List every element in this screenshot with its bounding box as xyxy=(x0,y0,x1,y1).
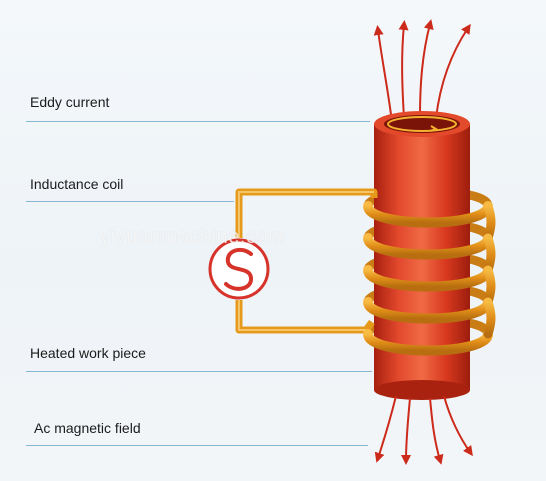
label-eddy-current: Eddy current xyxy=(30,94,110,110)
label-ac-magnetic-field: Ac magnetic field xyxy=(34,420,141,436)
label-heated-work-piece: Heated work piece xyxy=(30,345,146,361)
rule-eddy-current xyxy=(26,121,370,122)
field-arrows-top xyxy=(373,19,471,123)
coil-leads-highlight xyxy=(238,191,374,331)
eddy-current-arrow xyxy=(429,125,439,132)
eddy-current-loop xyxy=(387,116,457,132)
rule-ac-magnetic-field xyxy=(26,445,368,446)
watermark: yiyuanmachine.com xyxy=(100,226,286,248)
rule-heated-work-piece xyxy=(26,371,372,372)
ac-source-icon xyxy=(208,238,270,300)
label-inductance-coil: Inductance coil xyxy=(30,176,124,192)
inductance-coil xyxy=(363,201,496,356)
field-arrows-bottom xyxy=(374,395,473,465)
rule-inductance-coil xyxy=(26,201,234,202)
